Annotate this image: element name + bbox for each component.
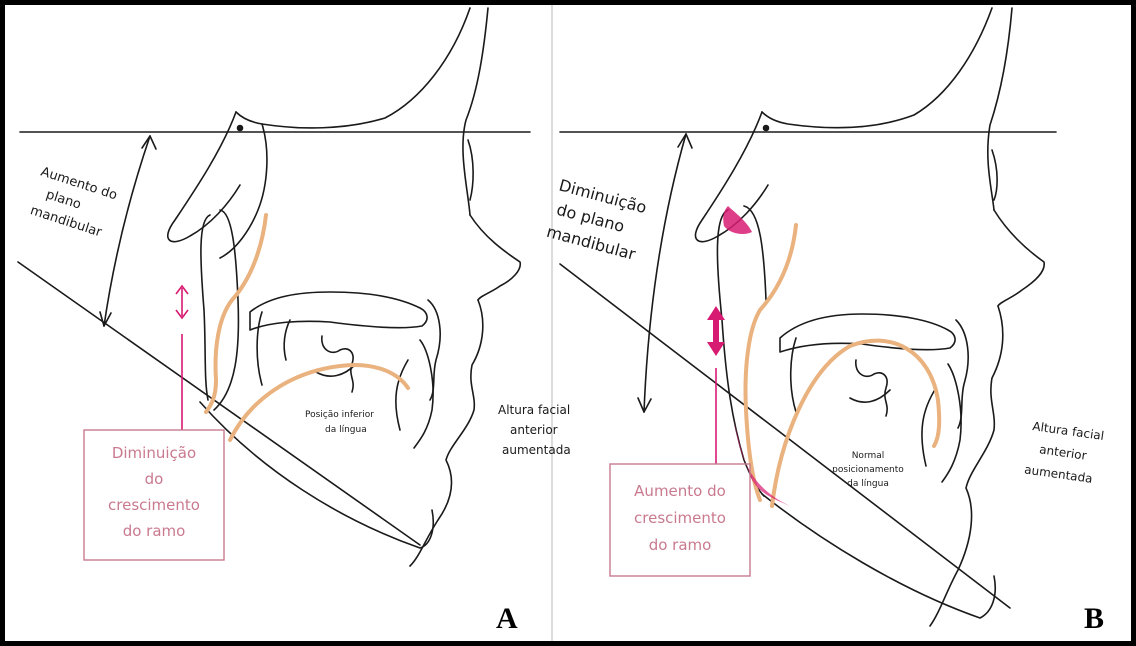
panel-b-mandibular-plane [560, 264, 1010, 608]
panel-a-tongue-line-1: Posição inferior [305, 410, 374, 420]
panel-b-nasal-bridge [988, 8, 1012, 210]
panel-a-sella-point [238, 126, 243, 131]
panel-a-nasal-bridge [463, 8, 488, 215]
panel-a-nose [470, 215, 520, 300]
panel-a-arc-arrow-top [142, 136, 156, 149]
panel-a-ramus-line-1: Diminuição [112, 444, 196, 462]
panel-a-facial-label: Altura facial anterior aumentada [498, 403, 571, 457]
panel-b-mandibular-label: Diminuição do plano mandibular [545, 176, 651, 264]
panel-b-hyoid-lower [850, 390, 890, 402]
panel-b-ramus-posterior [717, 210, 764, 496]
panel-b-mandibular-line-3: mandibular [545, 222, 638, 264]
panel-a-ramus-line-2: do [145, 470, 164, 488]
panel-b-ramus-highlight [746, 225, 796, 500]
panel-b-ramus-line-2: crescimento [634, 509, 726, 527]
panel-b-cranial-base [762, 8, 992, 128]
panel-b-angle-arc [644, 134, 686, 412]
panel-a-facial-line-1: Altura facial [498, 403, 570, 417]
panel-b-ramus-line-1: Aumento do [634, 482, 726, 500]
panel-a-ramus-line-3: crescimento [108, 496, 200, 514]
panel-b-tongue-line-2: posicionamento [832, 465, 904, 475]
panel-a-pterygoid [220, 124, 267, 258]
panel-b-tongue-label: Normal posicionamento da língua [832, 451, 904, 489]
panel-b-upper-incisor [956, 320, 968, 428]
panel-a-pharynx [257, 312, 262, 385]
panel-a [18, 8, 530, 566]
panel-a-ramus-text: Diminuição do crescimento do ramo [108, 444, 200, 540]
panel-b-lower-incisor [942, 364, 961, 482]
panel-b-letter: B [1084, 602, 1104, 635]
panel-a-ramus-line-4: do ramo [123, 522, 186, 540]
panel-b-highlights [746, 225, 940, 506]
panel-b-soft-profile [930, 306, 1003, 626]
panel-b-lower-molar [922, 388, 936, 466]
panel-b-hyoid [856, 360, 887, 416]
panel-a-mandibular-line-3: mandibular [28, 203, 104, 240]
panel-b-nose [994, 210, 1044, 306]
panel-b-tongue-line-3: da língua [847, 479, 889, 489]
panel-a-lower-molar [396, 360, 408, 430]
panel-a-cranial-base [236, 8, 470, 128]
panel-b-arc-arrow-top [678, 134, 692, 148]
panel-b-tongue-line-1: Normal [852, 451, 885, 461]
panel-b-ramus-anterior [744, 206, 766, 300]
panel-b-facial-line-1: Altura facial [1032, 419, 1105, 443]
panel-a-facial-line-3: aumentada [502, 443, 571, 457]
panel-a-soft-palate [284, 320, 290, 360]
panel-b-facial-line-2: anterior [1038, 442, 1087, 462]
panel-a-upper-incisor [428, 300, 440, 400]
panel-a-angle-arc [104, 136, 150, 326]
panel-a-tongue-highlight [230, 365, 408, 440]
panel-a-facial-line-2: anterior [510, 423, 558, 437]
panel-a-nasal-inner [468, 140, 473, 200]
panel-a-lower-incisor [414, 340, 433, 448]
panel-b-sella-point [764, 126, 769, 131]
panel-a-ramus-posterior [201, 215, 210, 400]
panel-a-ramus-indicator [84, 286, 224, 560]
panel-b-nasal-inner [992, 150, 997, 200]
panel-a-tongue-line-2: da língua [325, 425, 367, 435]
panel-b [560, 8, 1056, 626]
panel-b-ramus-line-3: do ramo [649, 536, 712, 554]
panel-a-palate [250, 292, 427, 330]
panel-b-ramus-text: Aumento do crescimento do ramo [634, 482, 726, 554]
panel-b-facial-label: Altura facial anterior aumentada [1023, 419, 1105, 487]
panel-b-mandible-border [762, 494, 995, 618]
panel-a-letter: A [496, 602, 518, 635]
panel-a-mandibular-label: Aumento do plano mandibular [26, 165, 119, 242]
panel-b-facial-line-3: aumentada [1023, 462, 1093, 485]
panel-a-tongue-label: Posição inferior da língua [305, 410, 374, 435]
panel-b-palate [780, 314, 955, 352]
